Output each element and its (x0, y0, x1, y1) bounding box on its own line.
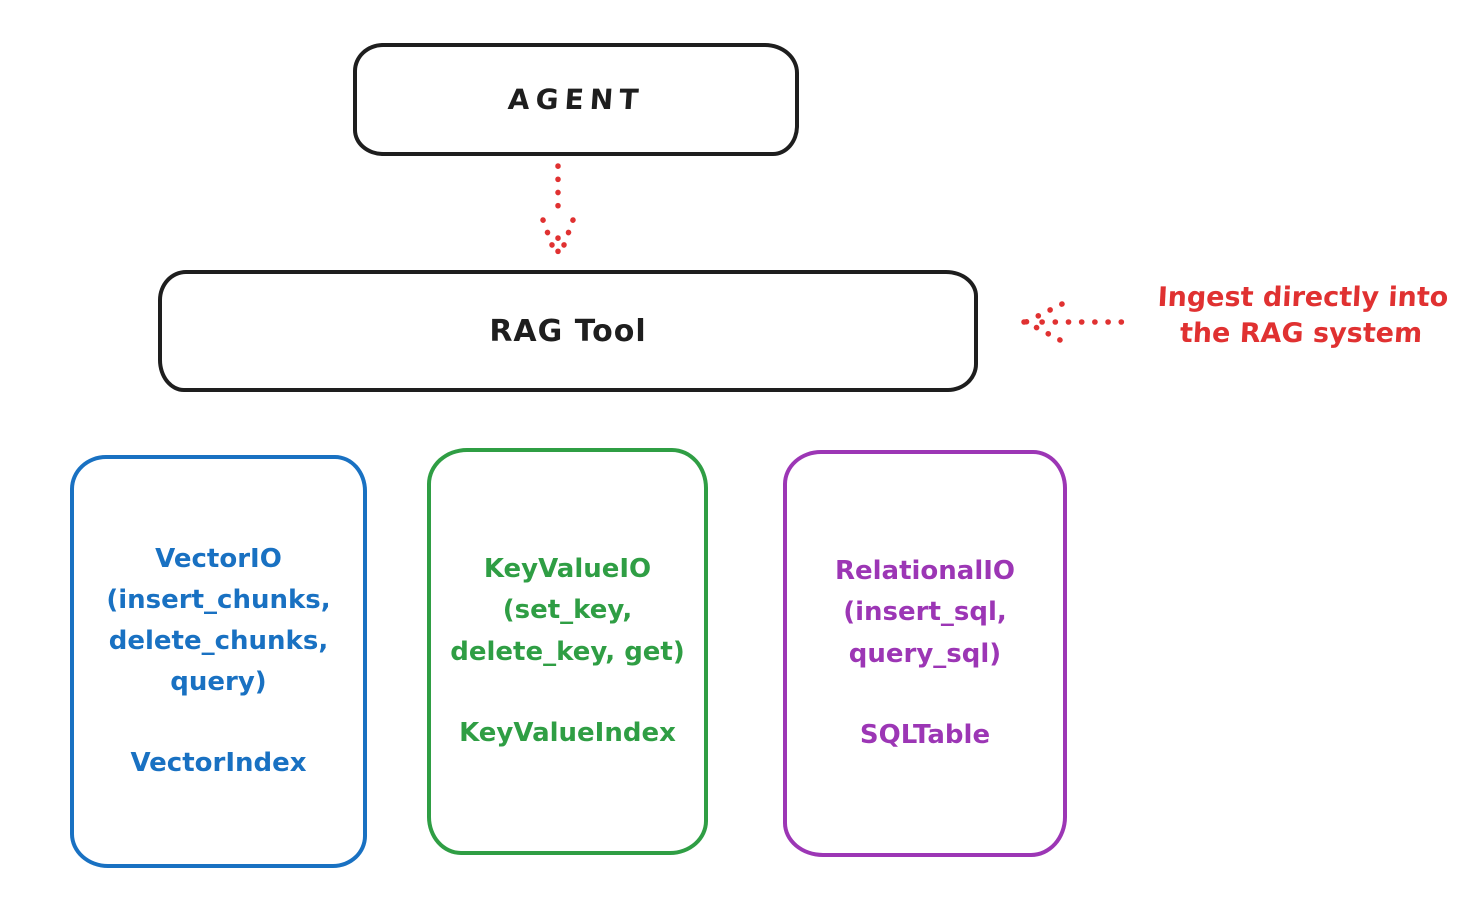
ingest-annotation-line2: the RAG system (1179, 317, 1423, 349)
agent-label: AGENT (506, 83, 646, 116)
relational-io-title: RelationalIO (834, 556, 1016, 587)
keyvalue-index-label: KeyValueIndex (459, 717, 676, 748)
ingest-annotation: Ingest directly into the RAG system (1128, 280, 1476, 351)
relational-io-args-line2: query_sql) (848, 638, 1002, 669)
rag-tool-label: RAG Tool (489, 313, 647, 349)
vector-io-box: VectorIO (insert_chunks, delete_chunks, … (70, 455, 367, 868)
keyvalue-io-title: KeyValueIO (483, 554, 652, 585)
sql-table-label: SQLTable (859, 719, 991, 750)
vector-io-args-line1: (insert_chunks, (106, 584, 331, 615)
keyvalue-io-box: KeyValueIO (set_key, delete_key, get) Ke… (427, 448, 708, 855)
vector-io-args-line2: delete_chunks, (108, 625, 329, 656)
keyvalue-io-args-line2: delete_key, get) (450, 636, 685, 667)
relational-io-args-line1: (insert_sql, (843, 597, 1007, 628)
relational-io-box: RelationalIO (insert_sql, query_sql) SQL… (783, 450, 1067, 857)
ingest-annotation-line1: Ingest directly into (1156, 282, 1450, 313)
agent-box: AGENT (353, 43, 799, 156)
agent-to-rag-arrow-icon (540, 163, 576, 264)
keyvalue-io-args-line1: (set_key, (502, 595, 633, 626)
vector-index-label: VectorIndex (130, 748, 307, 779)
rag-tool-box: RAG Tool (158, 270, 978, 392)
ingest-arrow-icon (1021, 301, 1133, 343)
vector-io-title: VectorIO (155, 543, 282, 574)
vector-io-args-line3: query) (170, 667, 267, 698)
